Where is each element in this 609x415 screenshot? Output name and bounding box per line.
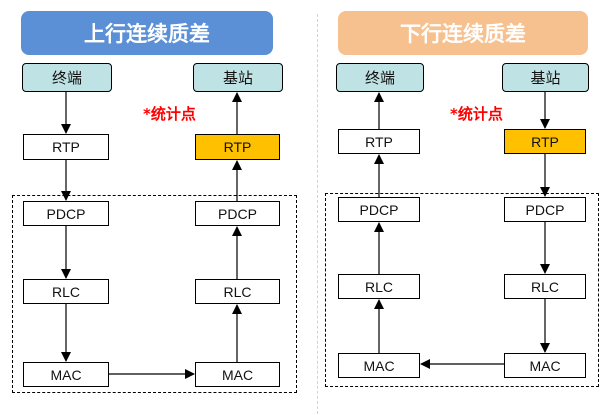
downlink-terminal-node: 终端 (336, 63, 424, 92)
uplink-title-banner: 上行连续质差 (21, 11, 273, 55)
downlink-stat-point-note: *统计点 (450, 105, 503, 123)
uplink-basestation-node: 基站 (193, 63, 283, 92)
downlink-terminal-pdcp: PDCP (338, 197, 420, 222)
downlink-basestation-node: 基站 (502, 63, 589, 92)
uplink-radio-stack-group (12, 195, 297, 393)
uplink-basestation-pdcp: PDCP (195, 201, 280, 226)
panel-divider (317, 14, 318, 414)
downlink-title-banner: 下行连续质差 (338, 11, 588, 55)
downlink-title: 下行连续质差 (400, 22, 526, 46)
uplink-terminal-rtp: RTP (23, 134, 109, 160)
uplink-title: 上行连续质差 (84, 22, 210, 46)
uplink-basestation-rtp: RTP (195, 134, 280, 160)
uplink-terminal-pdcp: PDCP (23, 201, 109, 226)
uplink-terminal-rlc: RLC (23, 279, 109, 304)
downlink-basestation-rtp: RTP (504, 129, 586, 154)
downlink-radio-stack-group (325, 193, 599, 387)
uplink-basestation-mac: MAC (195, 362, 280, 387)
downlink-terminal-rlc: RLC (338, 274, 420, 299)
downlink-basestation-rlc: RLC (504, 274, 586, 299)
downlink-basestation-pdcp: PDCP (504, 197, 586, 222)
uplink-terminal-node: 终端 (22, 63, 112, 92)
downlink-basestation-mac: MAC (504, 353, 586, 378)
downlink-terminal-mac: MAC (338, 353, 420, 378)
uplink-terminal-mac: MAC (23, 362, 109, 387)
uplink-stat-point-note: *统计点 (143, 105, 196, 123)
downlink-terminal-rtp: RTP (338, 129, 420, 154)
uplink-basestation-rlc: RLC (195, 279, 280, 304)
